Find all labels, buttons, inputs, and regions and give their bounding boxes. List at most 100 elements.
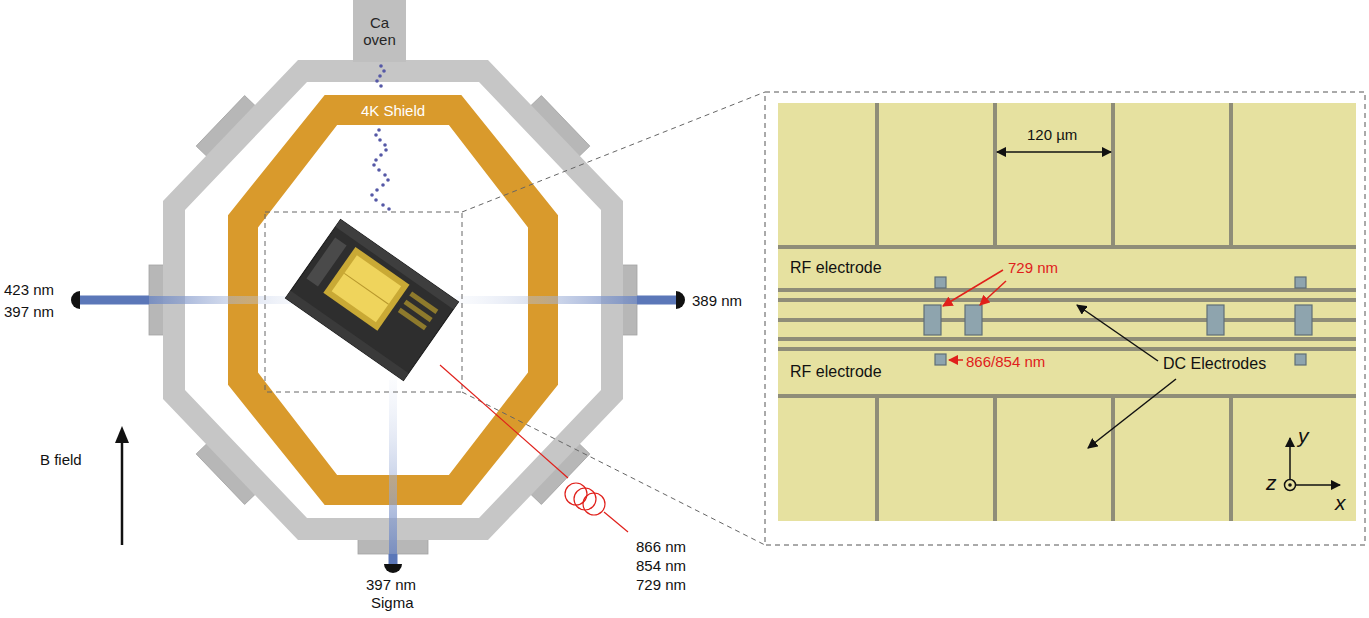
atom-dot bbox=[382, 69, 386, 73]
axis-out-of-plane bbox=[1285, 480, 1296, 491]
trap-chip bbox=[285, 219, 458, 380]
dimension-arrow bbox=[997, 151, 1111, 153]
wavelength-label: 729 nm bbox=[636, 576, 686, 593]
beam-hole bbox=[924, 305, 941, 335]
pointer-arrow bbox=[980, 281, 1006, 305]
atom-dot bbox=[383, 143, 387, 147]
wavelength-label: 866 nm bbox=[636, 538, 686, 555]
pointer-arrow bbox=[943, 270, 1003, 306]
zoom-box bbox=[265, 212, 462, 392]
center-electrode bbox=[778, 302, 1356, 318]
zoom-panel bbox=[765, 92, 1365, 545]
center-electrode bbox=[778, 322, 1356, 337]
dc-electrode bbox=[879, 398, 993, 521]
polarization-label: Sigma bbox=[371, 594, 414, 611]
shield-outline bbox=[228, 95, 558, 505]
axis-arrow bbox=[1289, 438, 1291, 479]
dimension-label: 120 µm bbox=[1027, 126, 1077, 143]
dc-electrode bbox=[1115, 398, 1229, 521]
pointer-arrow bbox=[1088, 379, 1176, 448]
wavelength-label: 397 nm bbox=[4, 303, 54, 320]
fiber-coupler bbox=[676, 291, 685, 309]
fiber-coupler bbox=[71, 291, 80, 309]
laser-beam bbox=[80, 296, 149, 305]
dc-electrode bbox=[778, 398, 875, 521]
pointer-arrow bbox=[949, 359, 963, 361]
atom-dot bbox=[372, 163, 376, 167]
atom-dot bbox=[386, 178, 390, 182]
atom-dot bbox=[378, 138, 382, 142]
atom-dot bbox=[381, 203, 385, 207]
atom-dot bbox=[381, 183, 385, 187]
atom-dot bbox=[377, 168, 381, 172]
field-label: B field bbox=[40, 451, 82, 468]
dc-rail bbox=[778, 341, 1356, 347]
shield-ring bbox=[228, 95, 558, 505]
dc-electrode bbox=[997, 398, 1111, 521]
atom-dot bbox=[374, 158, 378, 162]
electrode-label: RF electrode bbox=[790, 363, 882, 381]
dc-electrode bbox=[1115, 103, 1229, 245]
atom-dot bbox=[375, 79, 379, 83]
laser-beam bbox=[637, 296, 676, 305]
atom-dot bbox=[383, 173, 387, 177]
dc-electrode bbox=[879, 103, 993, 245]
beam-hole bbox=[935, 277, 946, 288]
fiber-coil bbox=[583, 493, 605, 515]
rf-electrode bbox=[778, 351, 1356, 394]
atom-dot bbox=[377, 128, 381, 132]
atom-beam bbox=[370, 64, 391, 211]
beam-hole bbox=[965, 305, 982, 335]
axis-label: x bbox=[1335, 491, 1346, 515]
axis-out-of-plane bbox=[1288, 483, 1292, 487]
beam-hole bbox=[935, 354, 946, 365]
beam-hole bbox=[1295, 354, 1306, 365]
atom-dot bbox=[379, 153, 383, 157]
axis-arrow bbox=[1296, 484, 1340, 486]
shield-label: 4K Shield bbox=[361, 102, 425, 119]
micrograph-electrodes bbox=[778, 103, 1356, 521]
dc-rail bbox=[778, 292, 1356, 298]
chip-carrier bbox=[285, 219, 458, 380]
dc-electrode bbox=[1233, 398, 1356, 521]
dc-electrode bbox=[997, 103, 1111, 245]
atom-dot bbox=[379, 84, 383, 88]
atom-dot bbox=[384, 148, 388, 152]
oven-port: Ca oven bbox=[353, 0, 406, 62]
atom-dot bbox=[375, 188, 379, 192]
axis-label: z bbox=[1266, 471, 1277, 495]
beam-holes bbox=[924, 277, 1312, 365]
micrograph-gaps bbox=[778, 103, 1356, 521]
wavelength-label: 389 nm bbox=[692, 292, 742, 309]
beam-hole-label: 866/854 nm bbox=[966, 353, 1045, 370]
field-arrow bbox=[121, 440, 124, 545]
chip-electrodes bbox=[332, 255, 401, 322]
wavelength-label: 423 nm bbox=[4, 281, 54, 298]
zoom-line bbox=[462, 92, 765, 212]
fiber-coil bbox=[574, 488, 596, 510]
pointer-arrow bbox=[1077, 305, 1158, 361]
rf-electrode bbox=[778, 249, 1356, 288]
beam-hole-label: 729 nm bbox=[1008, 259, 1058, 276]
atom-dot bbox=[374, 133, 378, 137]
oven-label: Ca oven bbox=[359, 14, 400, 49]
field-arrow-head bbox=[115, 426, 129, 443]
atom-dot bbox=[387, 207, 391, 211]
atom-dot bbox=[379, 64, 383, 68]
electrode-label: RF electrode bbox=[790, 259, 882, 277]
atom-dot bbox=[378, 74, 382, 78]
wavelength-label: 854 nm bbox=[636, 557, 686, 574]
laser-beam bbox=[389, 554, 398, 564]
laser-beam bbox=[455, 296, 637, 304]
beam-hole bbox=[1295, 305, 1312, 335]
atom-dot bbox=[374, 198, 378, 202]
chip-pad bbox=[306, 238, 346, 287]
electrode-label: DC Electrodes bbox=[1163, 355, 1266, 373]
thermal-shield: 4K Shield bbox=[228, 95, 558, 505]
beam-hole bbox=[1295, 277, 1306, 288]
fiber-coupler bbox=[384, 564, 402, 573]
chip-trace bbox=[344, 273, 388, 304]
